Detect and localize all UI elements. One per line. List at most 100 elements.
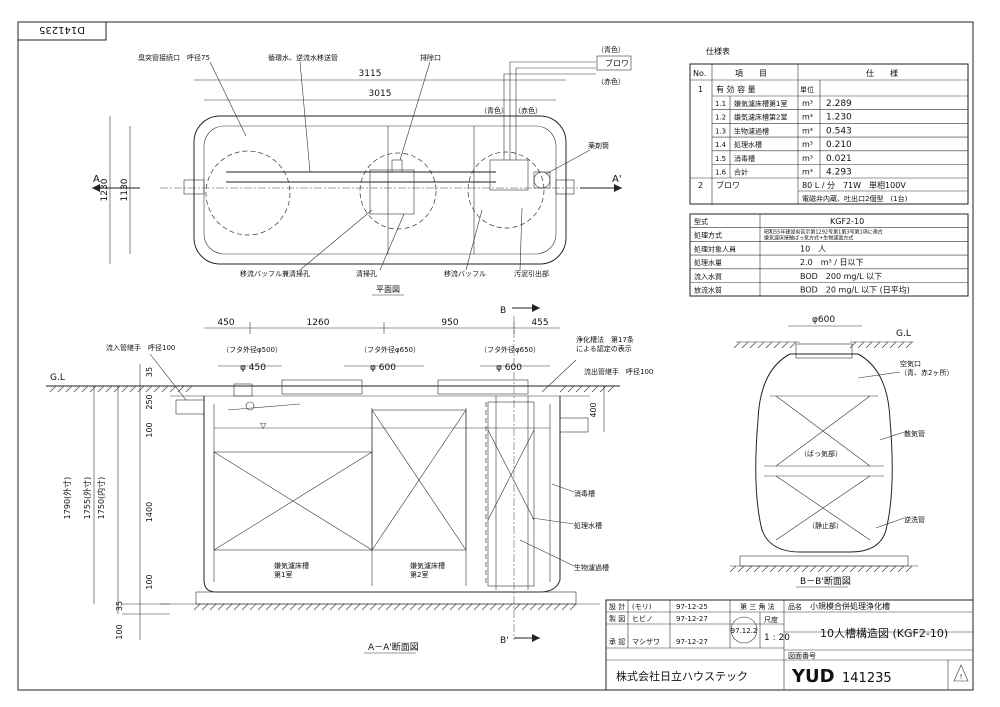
spec-row-name: 処理水槽	[734, 140, 762, 149]
blue-label: （青色）	[597, 45, 625, 54]
tb-row-role: 承 認	[609, 637, 625, 646]
blower-label: ブロワ	[605, 58, 629, 68]
plan-title: 平面図	[376, 285, 400, 294]
plan-dim-3115: 3115	[359, 69, 382, 79]
sec-b2-label: B'	[500, 636, 509, 646]
aa-dim-450: 450	[217, 318, 234, 328]
aa-gl-label: G.L	[50, 373, 65, 383]
aa-dim-250: 250	[145, 394, 154, 409]
model-row-value: KGF2-10	[830, 217, 864, 226]
spec-row-no: 1.3	[715, 127, 726, 135]
chem-label: 薬剤筒	[588, 141, 609, 150]
plan-tank-outer	[193, 115, 567, 265]
aa-dim-1790: 1790(外寸)	[62, 477, 72, 520]
aa-title: A－A'断面図	[368, 641, 419, 653]
model-row-value: BOD 200 mg/L 以下	[800, 272, 882, 281]
tb-row-role: 製 図	[609, 614, 625, 623]
aa-dim-1260: 1260	[307, 318, 330, 328]
tb-drawing-name: 10人槽構造図 (KGF2-10)	[820, 626, 948, 640]
tb-stamp-date: 97.12.2	[731, 627, 758, 635]
aa-dim-100c: 100	[115, 624, 124, 639]
aa-dim-35a: 35	[145, 367, 154, 377]
spec-row-no: 1.2	[715, 114, 726, 122]
sec-a-label: A	[93, 174, 100, 185]
sec-a2-label: A'	[612, 174, 622, 185]
spec-row-unit: m³	[802, 126, 813, 135]
spec-row-unit: m³	[802, 113, 813, 122]
tb-row-date: 97-12-25	[676, 603, 708, 611]
model-row-key: 放流水質	[694, 286, 722, 295]
aa-inlet-label: 流入管継手 呼径100	[106, 343, 175, 352]
plan-dim-1130: 1130	[120, 178, 130, 201]
model-row-key: 処理方式	[694, 231, 722, 240]
aa-dim-100b: 100	[145, 574, 154, 589]
blue2-label: （青色）	[480, 106, 508, 115]
aa-phi3: φ 600	[496, 363, 522, 373]
tb-row-date: 97-12-27	[676, 615, 708, 623]
bb-diffuser: 散気管	[904, 429, 925, 438]
model-row-key: 流入水質	[694, 272, 722, 281]
spec-row-name: 生物濾過槽	[734, 126, 769, 135]
model-row-value: 嫌気濾床接触ばっ気方式+生物濾過方式	[764, 235, 853, 242]
tb-product: 小規模合併処理浄化槽	[810, 601, 890, 611]
bb-phi: φ600	[812, 315, 835, 325]
spec-row-no: 1.1	[715, 100, 726, 108]
bb-aer: （ばっ気部）	[800, 449, 842, 458]
manhole-1	[205, 150, 291, 236]
bb-tank-body	[755, 353, 893, 553]
spec-row-unit: m³	[802, 168, 813, 177]
tb-scale-label: 尺度	[764, 615, 778, 624]
tb-row-name: マシザワ	[632, 638, 660, 646]
title-block: 設 計 (モリ) 97-12-25 製 図ヒビノ 97-12-27 承 認マシザワ 97-1…	[605, 599, 974, 691]
model-row-key: 型式	[694, 217, 708, 226]
spec-title: 仕様表	[706, 46, 730, 56]
plan-view: A A' ブロワ （青色） （赤色） （青色） （赤色） 3115 3015 1…	[92, 45, 632, 316]
tb-company: 株式会社日立ハウステック	[616, 669, 748, 683]
plan-dim-1230: 1230	[100, 178, 110, 201]
spec-row-value: 0.021	[826, 154, 852, 164]
bb-still: （静止部）	[808, 521, 843, 530]
spec-row-value: 4.293	[826, 168, 852, 178]
bb-gl: G.L	[896, 329, 911, 339]
tb-row-name: ヒビノ	[632, 614, 653, 623]
blower-box	[596, 55, 632, 71]
spec-g1-title: 有 効 容 量	[716, 84, 756, 94]
spec-g2-no: 2	[698, 181, 703, 190]
model-row-value: 10 人	[800, 244, 826, 253]
drain-label: 排除口	[420, 53, 441, 62]
spec-g2-name: ブロワ	[716, 180, 740, 190]
aa-disinfect: 消毒槽	[574, 489, 595, 498]
spec-row-no: 1.6	[715, 169, 727, 177]
tb-row-date: 97-12-27	[676, 638, 708, 646]
baffle-clean-label: 移流バッフル兼清掃孔	[240, 269, 310, 278]
aa-dim-400: 400	[589, 402, 598, 417]
aa-lid3: （フタ外径φ650）	[480, 345, 540, 354]
red2-label: （赤色）	[514, 106, 542, 115]
red-label: （赤色）	[597, 77, 625, 86]
spec-g2-val2: 電磁弁内蔵、吐出口2個型 (1台)	[802, 194, 908, 203]
baffle-label: 移流バッフル	[444, 269, 486, 278]
sec-a2-arrow	[614, 184, 622, 192]
spec-row-value: 0.543	[826, 126, 852, 136]
spec-row-no: 1.5	[715, 155, 726, 163]
tb-name-label: 品名	[788, 602, 802, 611]
tb-row-name: (モリ)	[632, 603, 652, 611]
drawing-id-box	[17, 21, 107, 41]
tb-number-prefix: YUD	[791, 666, 835, 687]
spec-row-unit: m³	[802, 154, 813, 163]
tb-projection: 第 三 角 法	[740, 602, 775, 611]
aa-room2: 嫌気濾床槽第2室	[410, 561, 445, 579]
aa-lid2: （フタ外径φ650）	[360, 345, 420, 354]
aa-biofilter: 生物濾過槽	[574, 563, 609, 572]
section-aa: G.L ▽	[46, 316, 653, 654]
spec-row-unit: m³	[802, 140, 813, 149]
section-bb: φ600 G.L （ばっ気部） （静止部） 空気口（青、赤2ヶ所） 散気管 逆洗…	[729, 315, 953, 588]
aa-phi1: φ 450	[240, 363, 266, 373]
bb-title: B－B'断面図	[800, 575, 851, 587]
spec-row-no: 1.4	[715, 141, 727, 149]
tb-row-role: 設 計	[609, 602, 625, 611]
plan-dim-3015: 3015	[369, 89, 392, 99]
aa-lid1: （フタ外径φ500）	[222, 345, 282, 354]
spec-row-value: 2.289	[826, 99, 852, 109]
